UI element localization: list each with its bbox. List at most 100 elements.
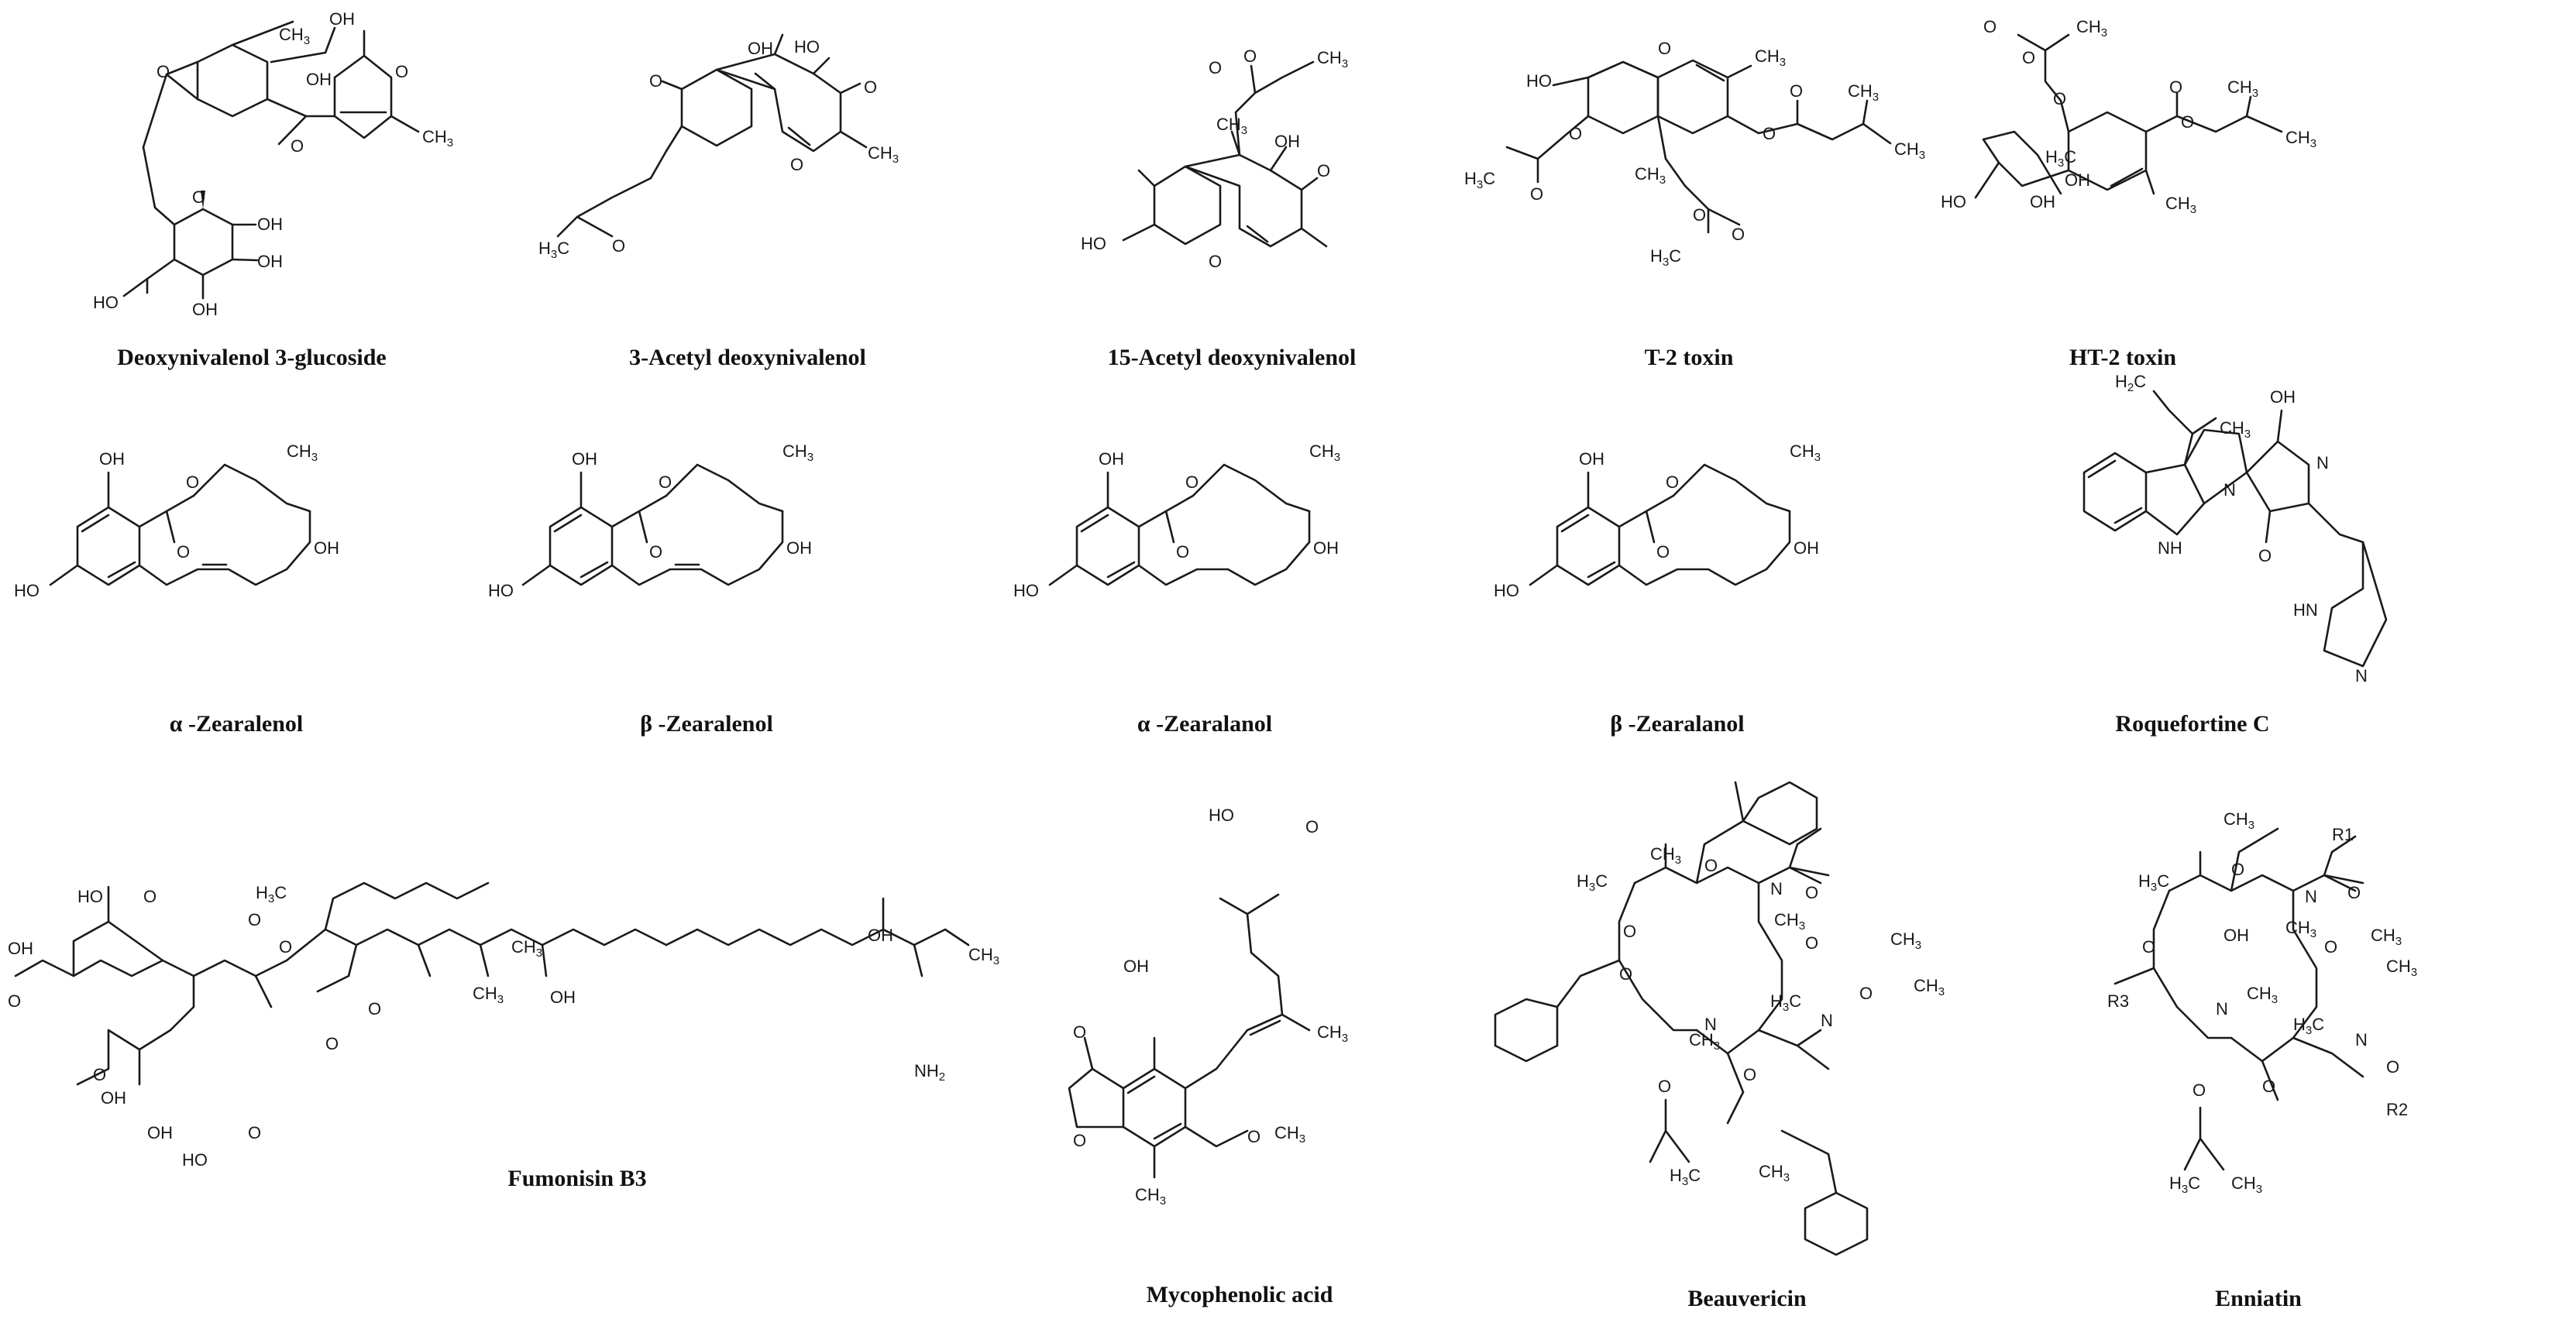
structure-alpha-zearalenol: CH3 OH O O HO OH <box>14 441 339 600</box>
svg-text:N: N <box>2216 999 2228 1019</box>
svg-text:N: N <box>2355 1030 2368 1050</box>
svg-text:H3C: H3C <box>538 239 569 261</box>
compound-name-3-acetyl-deoxynivalenol: 3-Acetyl deoxynivalenol <box>629 345 866 370</box>
svg-text:HO: HO <box>1209 806 1234 825</box>
svg-text:O: O <box>2262 1077 2275 1096</box>
structure-beta-zearalanol: CH3 OH O O HO OH <box>1494 441 1821 600</box>
svg-text:O: O <box>1656 542 1670 562</box>
svg-text:O: O <box>1704 856 1718 875</box>
svg-text:CH3: CH3 <box>1317 1022 1348 1045</box>
svg-text:R3: R3 <box>2107 991 2129 1011</box>
compound-name-beta-zearalenol: β -Zearalenol <box>640 711 773 737</box>
svg-text:O: O <box>1658 1077 1671 1096</box>
svg-text:HO: HO <box>1526 71 1552 91</box>
svg-text:O: O <box>395 62 408 81</box>
svg-text:O: O <box>143 887 156 906</box>
svg-text:OH: OH <box>306 70 332 89</box>
svg-text:CH3: CH3 <box>422 127 453 149</box>
svg-text:H3C: H3C <box>1577 871 1608 894</box>
svg-text:CH3: CH3 <box>2076 17 2107 40</box>
svg-text:N: N <box>2316 453 2329 472</box>
svg-text:OH: OH <box>257 215 283 234</box>
svg-text:CH3: CH3 <box>1635 164 1666 187</box>
svg-text:CH3: CH3 <box>1790 441 1821 464</box>
svg-text:NH: NH <box>2158 538 2182 558</box>
svg-text:OH: OH <box>2270 387 2296 407</box>
svg-text:OH: OH <box>147 1123 173 1142</box>
svg-text:O: O <box>2169 77 2182 97</box>
compound-name-mycophenolic-acid: Mycophenolic acid <box>1146 1282 1333 1307</box>
svg-text:CH3: CH3 <box>1650 844 1681 867</box>
svg-text:OH: OH <box>1274 132 1300 151</box>
svg-text:H3C: H3C <box>2293 1015 2324 1037</box>
svg-text:OH: OH <box>1099 449 1124 469</box>
svg-text:O: O <box>1805 933 1818 953</box>
structure-roquefortine-c: H2C CH3 OH N NH N O HN N <box>2082 372 2388 685</box>
svg-text:HO: HO <box>93 293 119 312</box>
svg-text:OH: OH <box>572 449 597 469</box>
compound-name-15-acetyl-deoxynivalenol: 15-Acetyl deoxynivalenol <box>1107 345 1357 370</box>
svg-text:CH3: CH3 <box>511 937 542 960</box>
svg-text:HO: HO <box>794 37 820 57</box>
compound-name-deoxynivalenol-3-glucoside: Deoxynivalenol 3-glucoside <box>117 345 387 370</box>
compound-name-beta-zearalanol: β -Zearalanol <box>1610 711 1745 737</box>
structure-t2-toxin: HO O CH3 O O H3C O O CH3 H3C O O CH3 CH3 <box>1464 39 1925 269</box>
svg-text:O: O <box>649 71 662 91</box>
svg-text:H2C: H2C <box>2115 372 2146 394</box>
svg-text:O: O <box>2193 1080 2206 1100</box>
compound-name-roquefortine-c: Roquefortine C <box>2115 711 2270 737</box>
svg-text:O: O <box>325 1034 339 1053</box>
svg-text:CH3: CH3 <box>2220 418 2251 441</box>
svg-text:OH: OH <box>192 300 218 319</box>
compound-name-t2-toxin: T-2 toxin <box>1644 345 1734 370</box>
svg-text:O: O <box>2022 48 2035 67</box>
structure-enniatin: CH3 H3C O R1 N O CH3 OH O O CH3 CH3 R3 N… <box>2107 809 2417 1196</box>
svg-text:HO: HO <box>1013 581 1039 600</box>
svg-text:O: O <box>1247 1127 1260 1146</box>
svg-text:O: O <box>1983 17 1996 36</box>
structure-ht2-toxin: O O CH3 O H3C CH3 O CH3 HO OH OH O CH3 <box>1941 17 2316 216</box>
svg-text:O: O <box>279 937 292 957</box>
svg-text:CH3: CH3 <box>2371 926 2402 948</box>
svg-text:H3C: H3C <box>2045 147 2076 170</box>
svg-text:O: O <box>1693 205 1706 225</box>
svg-text:O: O <box>612 236 625 256</box>
svg-text:H3C: H3C <box>256 883 287 905</box>
structure-deoxynivalenol-3-glucoside: CH3 OH OH O CH3 O O OH OH OH HO O <box>93 9 453 319</box>
svg-text:O: O <box>8 991 21 1011</box>
svg-text:O: O <box>1658 39 1671 58</box>
svg-text:O: O <box>2181 112 2194 132</box>
svg-text:OH: OH <box>101 1088 126 1108</box>
svg-text:OH: OH <box>314 538 339 558</box>
svg-text:N: N <box>1770 879 1783 898</box>
svg-text:O: O <box>186 472 199 492</box>
compound-name-ht2-toxin: HT-2 toxin <box>2069 345 2177 370</box>
svg-text:O: O <box>248 1123 261 1142</box>
svg-text:HO: HO <box>488 581 514 600</box>
svg-text:OH: OH <box>1313 538 1339 558</box>
svg-text:H3C: H3C <box>2169 1173 2200 1196</box>
svg-text:HN: HN <box>2293 600 2318 620</box>
svg-text:H3C: H3C <box>1770 991 1801 1014</box>
svg-text:O: O <box>1185 472 1199 492</box>
svg-text:CH3: CH3 <box>2223 809 2254 832</box>
compound-name-beauvericin: Beauvericin <box>1687 1286 1807 1311</box>
svg-text:OH: OH <box>257 252 283 271</box>
svg-text:CH3: CH3 <box>1317 48 1348 70</box>
svg-text:N: N <box>2223 480 2236 500</box>
svg-text:O: O <box>2386 1057 2399 1077</box>
svg-text:O: O <box>1243 46 1257 66</box>
svg-text:O: O <box>864 77 877 97</box>
svg-text:N: N <box>2355 666 2368 685</box>
compound-name-enniatin: Enniatin <box>2215 1286 2302 1311</box>
svg-text:R2: R2 <box>2386 1100 2408 1119</box>
svg-text:H3C: H3C <box>1670 1166 1701 1188</box>
svg-text:CH3: CH3 <box>2285 918 2316 940</box>
svg-text:O: O <box>1743 1065 1756 1084</box>
svg-text:O: O <box>1790 81 1803 101</box>
compound-name-alpha-zearalanol: α -Zearalanol <box>1137 711 1273 737</box>
svg-text:OH: OH <box>8 939 33 958</box>
svg-text:R1: R1 <box>2332 825 2354 844</box>
